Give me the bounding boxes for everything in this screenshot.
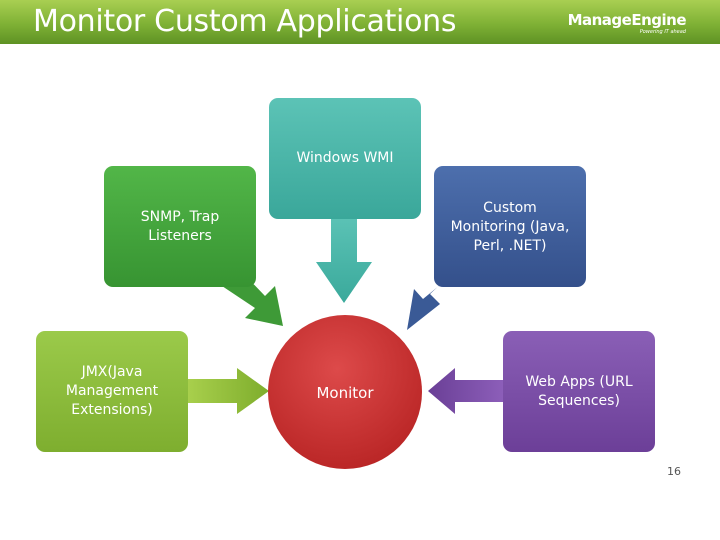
logo-tagline: Powering IT ahead xyxy=(639,29,686,35)
wmi-arrow xyxy=(316,215,372,303)
custom-label: Custom Monitoring (Java, Perl, .NET) xyxy=(450,200,570,254)
jmx-arrow xyxy=(186,368,269,414)
jmx-label: JMX(Java Management Extensions) xyxy=(65,364,159,418)
custom-arrow xyxy=(407,268,458,330)
web-label: Web Apps (URL Sequences) xyxy=(525,374,633,409)
slide-title: Monitor Custom Applications xyxy=(33,4,457,39)
manageengine-logo: ManageEngine Powering IT ahead xyxy=(567,11,687,36)
header-bar xyxy=(0,0,720,44)
snmp-box: SNMP, Trap Listeners xyxy=(104,166,256,287)
wmi-box: Windows WMI xyxy=(269,98,421,219)
monitor-label: Monitor xyxy=(316,383,374,402)
logo-name: ManageEngine xyxy=(567,11,687,29)
web-box: Web Apps (URL Sequences) xyxy=(503,331,655,452)
jmx-box: JMX(Java Management Extensions) xyxy=(36,331,188,452)
snmp-label: SNMP, Trap Listeners xyxy=(140,209,220,244)
page-number: 16 xyxy=(667,465,681,478)
monitor-circle xyxy=(268,315,422,469)
wmi-label: Windows WMI xyxy=(296,150,394,166)
custom-box: Custom Monitoring (Java, Perl, .NET) xyxy=(434,166,586,287)
web-arrow xyxy=(428,368,505,414)
